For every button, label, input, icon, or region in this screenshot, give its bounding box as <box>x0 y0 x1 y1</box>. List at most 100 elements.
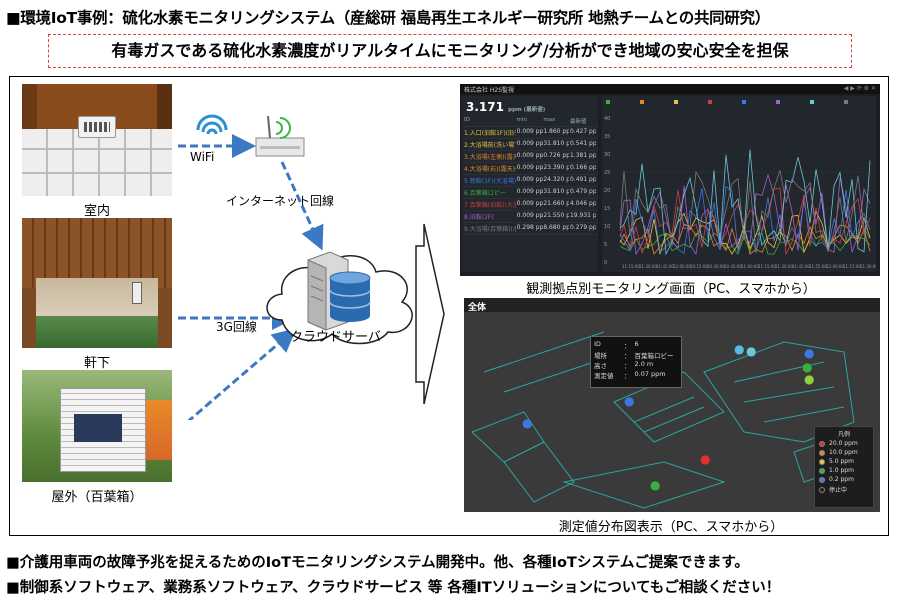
map-pin-icon[interactable]: ● <box>734 342 745 356</box>
column-header: ID <box>464 117 470 123</box>
legend-label: 1.0 ppm <box>829 467 854 474</box>
map-pin-icon[interactable]: ● <box>522 416 533 430</box>
x-tick-label: 11:15:00 <box>622 264 640 269</box>
network-diagram <box>178 114 445 420</box>
legend-label: 停止中 <box>829 487 848 494</box>
map-pin-icon[interactable]: ● <box>802 360 813 374</box>
popup-row: 高さ：2.0 m <box>594 360 678 370</box>
popup-cell: ： <box>624 372 631 380</box>
map-legend: 凡例 20.0 ppm 10.0 ppm 5.0 ppm 1.0 ppm 0.2 ppm… <box>814 426 874 508</box>
dashboard-header: 株式会社 H2S監視 <box>464 87 515 94</box>
table-row[interactable]: 7.百葉箱(旧館)(大浴場)0.009 ppm21.660 ppm4.046 p… <box>462 199 598 211</box>
series-line <box>619 149 871 256</box>
table-cell: 0.298 ppm <box>516 224 543 231</box>
cloud-server-label: クラウドサーバ <box>290 330 381 345</box>
table-cell: 0.009 ppm <box>516 176 543 183</box>
dashboard-toolbar: 株式会社 H2S監視 ◀ ▶ ⟳ ⚙ ✕ <box>460 84 880 94</box>
popup-cell: 場所 <box>594 352 607 360</box>
big-arrow-icon <box>415 223 445 405</box>
legend-dot-icon <box>819 449 825 456</box>
big-value: 3.171 <box>466 100 504 114</box>
series-line <box>619 170 871 254</box>
map-pin-icon[interactable]: ● <box>804 372 815 386</box>
map-pin-icon[interactable]: ● <box>650 478 661 492</box>
table-cell: 21.660 ppm <box>543 200 570 207</box>
popup-row: 測定値：0.07 ppm <box>594 370 678 380</box>
y-tick-label: 40 <box>604 116 610 122</box>
popup-cell: 6 <box>634 340 639 348</box>
x-tick-label: 11:55:00 <box>809 264 827 269</box>
x-tick-label: 11:45:00 <box>656 264 674 269</box>
table-cell: 0.491 ppm <box>569 176 596 183</box>
popup-cell: 2.0 m <box>634 360 654 368</box>
popup-cell: ID <box>594 340 601 348</box>
table-cell: 0.427 ppm <box>569 128 596 135</box>
map-pin-icon[interactable]: ● <box>804 346 815 360</box>
legend-dot-icon <box>819 458 825 465</box>
table-cell: 0.009 ppm <box>516 128 543 135</box>
table-cell: 31.810 ppm <box>543 188 570 195</box>
popup-cell: ： <box>624 362 631 370</box>
legend-dot-icon <box>819 476 825 483</box>
legend-item: 10.0 ppm <box>819 449 869 456</box>
legend-label: 10.0 ppm <box>829 449 858 456</box>
table-cell: 24.320 ppm <box>543 176 570 183</box>
legend-swatch <box>606 100 610 104</box>
table-cell: 0.009 ppm <box>516 188 543 195</box>
x-tick-label: 10:15:00 <box>690 264 708 269</box>
legend-item: 20.0 ppm <box>819 440 869 447</box>
diagram-frame <box>9 76 889 536</box>
y-tick-label: 20 <box>604 188 610 194</box>
table-cell: 9.大浴場(百葉箱)(ボイラー) <box>464 226 516 233</box>
table-cell: 2.大浴場前(洗い場下) <box>464 142 516 149</box>
table-cell: 0.166 ppm <box>569 164 596 171</box>
table-row[interactable]: 9.大浴場(百葉箱)(ボイラー)0.298 ppm8.680 ppm0.279 … <box>462 223 598 235</box>
y-tick-label: 35 <box>604 134 610 140</box>
x-tick-label: 11:30:00 <box>775 264 793 269</box>
3g-label: 3G回線 <box>216 320 257 334</box>
indoor-photo <box>22 84 172 196</box>
legend-swatch <box>708 100 712 104</box>
table-row[interactable]: 8.旧館(2F)0.009 ppm21.550 ppm19.931 ppm <box>462 211 598 223</box>
table-cell: 1.入口(旧館1F)(旧子ども) <box>464 130 516 137</box>
x-tick-label: 10:45:00 <box>724 264 742 269</box>
table-cell: 5.新館(1F)(大浴場) <box>464 178 516 185</box>
column-header: 最新値 <box>569 119 587 125</box>
y-tick-label: 25 <box>604 170 610 176</box>
y-tick-label: 10 <box>604 224 610 230</box>
legend-swatch <box>776 100 780 104</box>
x-tick-label: 12:00:00 <box>826 264 844 269</box>
y-tick-label: 0 <box>604 260 607 266</box>
wifi-label: WiFi <box>190 150 215 164</box>
y-tick-label: 15 <box>604 206 610 212</box>
table-cell: 31.810 ppm <box>543 140 570 147</box>
table-cell: 4.046 ppm <box>569 200 596 207</box>
table-cell: 0.009 ppm <box>516 200 543 207</box>
map-pin-icon[interactable]: ● <box>746 344 757 358</box>
map-pin-icon[interactable]: ● <box>700 452 711 466</box>
column-header: max <box>543 117 556 123</box>
x-tick-label: 12:00:00 <box>673 264 691 269</box>
legend-item: 5.0 ppm <box>819 458 869 465</box>
eaves-photo <box>22 218 172 348</box>
router-icon <box>255 115 305 157</box>
legend-label: 5.0 ppm <box>829 458 854 465</box>
map-pin-icon[interactable]: ● <box>624 394 635 408</box>
eaves-caption: 軒下 <box>83 356 110 371</box>
legend-title: 凡例 <box>837 431 850 438</box>
footer-line-1: ■介護用車両の故障予兆を捉えるためのIoTモニタリングシステム開発中。他、各種I… <box>6 555 749 571</box>
legend-item: 0.2 ppm <box>819 476 869 483</box>
internet-label: インターネット回線 <box>226 194 335 208</box>
table-row[interactable]: 4.大浴場(右)(露天)(脱衣)0.009 ppm23.390 ppm0.166… <box>462 163 598 175</box>
footer-line-2: ■制御系ソフトウェア、業務系ソフトウェア、クラウドサービス 等 各種ITソリュー… <box>6 580 781 596</box>
